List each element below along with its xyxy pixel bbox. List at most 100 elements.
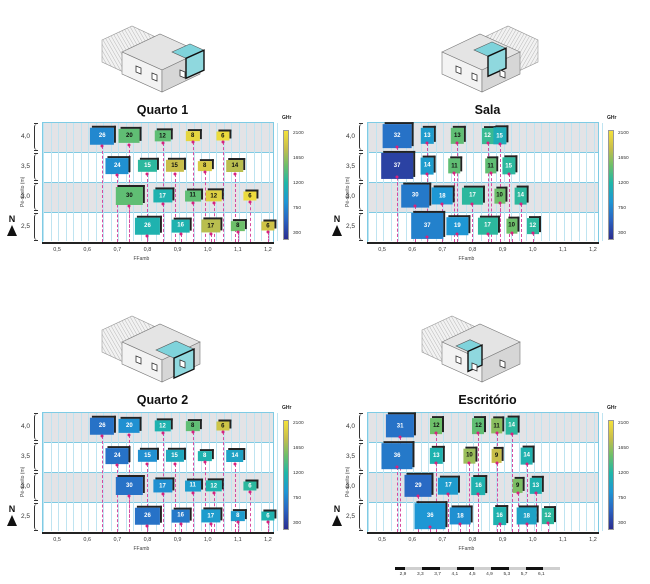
scale-label: 2,9 [399, 572, 407, 577]
data-marker[interactable]: 10 [493, 186, 508, 204]
data-marker[interactable]: 36 [381, 441, 415, 469]
data-marker[interactable]: 15 [502, 155, 518, 175]
data-marker[interactable]: 6 [261, 219, 277, 231]
data-marker[interactable]: 17 [462, 185, 485, 205]
marker-anchor-dot [452, 171, 456, 175]
data-marker[interactable]: 14 [226, 448, 246, 462]
data-marker[interactable]: 16 [171, 507, 192, 523]
data-marker[interactable]: 14 [505, 415, 521, 435]
grid-line [435, 123, 437, 241]
marker-body: 8 [230, 221, 245, 231]
data-marker[interactable]: 15 [138, 157, 159, 173]
data-marker[interactable]: 10 [506, 216, 520, 234]
data-marker[interactable]: 31 [386, 412, 417, 438]
data-marker[interactable]: 12 [430, 416, 445, 434]
data-marker[interactable]: 17 [201, 507, 223, 523]
y-tick-label: 4,0 [345, 133, 355, 140]
data-marker[interactable]: 8 [197, 449, 214, 461]
data-marker[interactable]: 16 [171, 217, 192, 233]
data-marker[interactable]: 9 [512, 476, 526, 494]
data-marker[interactable]: 13 [421, 125, 436, 145]
data-marker[interactable]: 14 [520, 445, 536, 465]
data-marker[interactable]: 30 [116, 185, 145, 205]
data-marker[interactable]: 10 [463, 446, 478, 464]
data-marker[interactable]: 17 [152, 477, 175, 493]
data-marker[interactable]: 12 [541, 506, 556, 524]
data-marker[interactable]: 12 [526, 216, 541, 234]
leader-line [436, 463, 438, 532]
data-marker[interactable]: 8 [185, 419, 202, 431]
data-marker[interactable]: 11 [448, 156, 463, 174]
data-marker[interactable]: 12 [154, 418, 173, 432]
data-marker[interactable]: 26 [135, 215, 162, 235]
data-marker[interactable]: 11 [484, 156, 499, 174]
data-marker[interactable]: 20 [118, 126, 142, 144]
grid-line [73, 123, 75, 241]
data-marker[interactable]: 12 [472, 416, 487, 434]
data-marker[interactable]: 29 [404, 472, 434, 498]
data-marker[interactable]: 14 [226, 158, 246, 172]
data-marker[interactable]: 8 [230, 509, 247, 521]
data-marker[interactable]: 14 [420, 155, 436, 175]
data-marker[interactable]: 11 [184, 478, 203, 492]
marker-shadow [120, 416, 142, 432]
data-marker[interactable]: 8 [185, 129, 202, 141]
data-marker[interactable]: 37 [411, 210, 446, 240]
data-marker[interactable]: 13 [451, 125, 466, 145]
data-marker[interactable]: 17 [438, 475, 461, 495]
data-marker[interactable]: 15 [165, 447, 186, 463]
grid-line [73, 413, 75, 531]
colorbar-tick-label: 300 [293, 231, 302, 236]
data-marker[interactable]: 17 [477, 215, 500, 235]
grid-line [216, 123, 218, 241]
data-marker[interactable]: 32 [382, 122, 414, 148]
data-marker[interactable]: 17 [201, 217, 223, 233]
row-brace [359, 413, 364, 441]
data-marker[interactable]: 12 [154, 128, 173, 142]
marker-body: 20 [118, 128, 140, 144]
data-marker[interactable]: 36 [414, 501, 448, 529]
data-marker[interactable]: 18 [450, 505, 473, 525]
data-marker[interactable]: 18 [431, 185, 455, 205]
data-marker[interactable]: 6 [216, 129, 232, 141]
data-marker[interactable]: 18 [516, 505, 540, 525]
x-axis-label: FFamb [458, 256, 475, 262]
data-marker[interactable]: 17 [152, 187, 175, 203]
data-marker[interactable]: 6 [216, 419, 232, 431]
data-marker[interactable]: 14 [514, 185, 530, 205]
marker-shadow [187, 129, 202, 139]
data-marker[interactable]: 8 [230, 219, 247, 231]
data-marker[interactable]: 15 [138, 447, 159, 463]
data-marker[interactable]: 16 [492, 505, 509, 525]
data-marker[interactable]: 30 [401, 182, 431, 208]
data-marker[interactable]: 13 [529, 475, 544, 495]
grid-line [593, 413, 595, 531]
data-marker[interactable]: 24 [105, 156, 131, 174]
data-marker[interactable]: 26 [90, 125, 117, 145]
data-marker[interactable]: 11 [184, 188, 203, 202]
data-marker[interactable]: 24 [105, 446, 131, 464]
marker-anchor-dot [179, 232, 183, 236]
data-marker[interactable]: 30 [116, 475, 145, 495]
y-tick-label: 3,0 [20, 193, 30, 200]
data-marker[interactable]: 15 [165, 157, 186, 173]
data-marker[interactable]: 12 [205, 188, 224, 202]
data-marker[interactable]: 37 [381, 150, 415, 180]
grid-line [465, 413, 467, 531]
data-marker[interactable]: 13 [430, 445, 445, 465]
data-marker[interactable]: 8 [197, 159, 214, 171]
y-tick-label: 3,5 [20, 163, 30, 170]
data-marker[interactable]: 6 [261, 509, 277, 521]
marker-shadow [173, 217, 192, 231]
data-marker[interactable]: 9 [491, 446, 504, 464]
data-marker[interactable]: 12 [205, 478, 224, 492]
data-marker[interactable]: 11 [490, 416, 505, 434]
data-marker[interactable]: 6 [243, 479, 259, 491]
data-marker[interactable]: 26 [135, 505, 162, 525]
data-marker[interactable]: 19 [446, 215, 471, 235]
data-marker[interactable]: 16 [471, 475, 488, 495]
data-marker[interactable]: 20 [118, 416, 142, 434]
data-marker[interactable]: 6 [243, 189, 259, 201]
data-marker[interactable]: 26 [90, 415, 117, 435]
data-marker[interactable]: 15 [492, 125, 509, 145]
